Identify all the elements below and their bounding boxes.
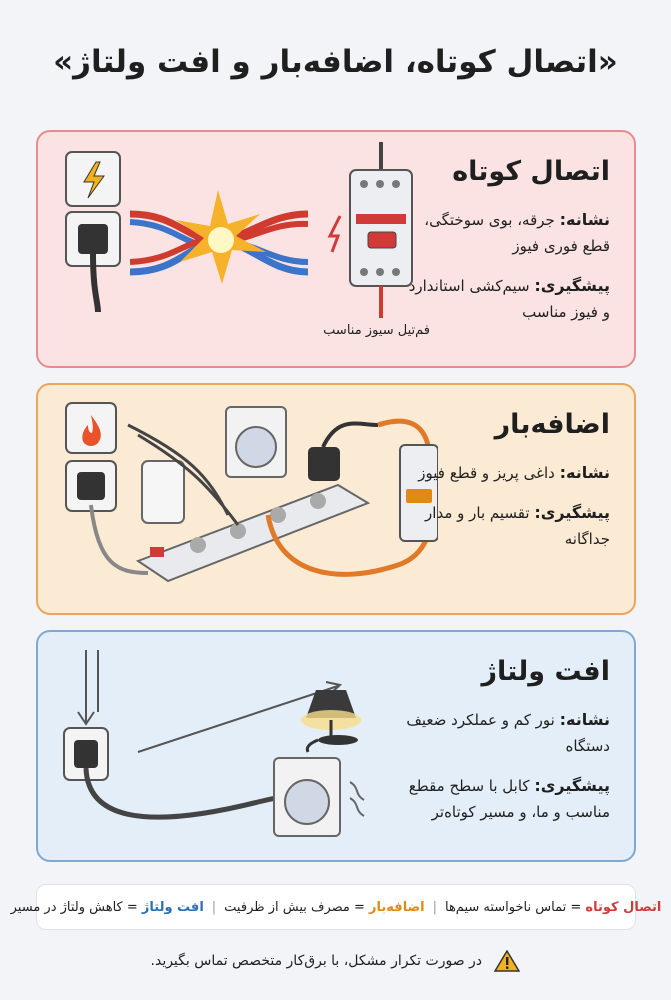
prevent-line: پیشگیری: کابل با سطح مقطع مناسب و ما، و … xyxy=(402,773,610,825)
page-title: «اتصال کوتاه، اضافه‌بار و افت ولتاژ» xyxy=(53,44,618,80)
card-title: اتصال کوتاه xyxy=(452,156,610,187)
washing-machine-icon xyxy=(225,406,287,478)
legend-value-overload: = مصرف بیش از ظرفیت xyxy=(224,899,365,915)
card-text: اتصال کوتاه نشانه: جرقه، بوی سوختگی، قطع… xyxy=(402,156,610,325)
prevent-text: تقسیم بار و مدار جداگانه xyxy=(425,504,610,548)
hot-socket-icon xyxy=(65,402,149,575)
legend-value-voltage-drop: = کاهش ولتاژ در مسیر xyxy=(10,899,138,915)
legend-bar: اتصال کوتاه = تماس ناخواسته سیم‌ها | اضا… xyxy=(11,884,661,930)
sign-text: داغی پریز و قطع فیوز xyxy=(418,464,555,482)
power-strip-icon xyxy=(127,421,379,583)
prevent-text: کابل با سطح مقطع مناسب و ما، و مسیر کوتا… xyxy=(408,777,610,821)
legend-separator: | xyxy=(432,899,437,915)
prevent-line: پیشگیری: تقسیم بار و مدار جداگانه xyxy=(402,500,610,552)
wall-socket-icon xyxy=(65,151,121,313)
sign-line: نشانه: داغی پریز و قطع فیوز xyxy=(402,460,610,486)
prevent-label: پیشگیری: xyxy=(534,776,610,795)
card-text: افت ولتاژ نشانه: نور کم و عملکرد ضعیف دس… xyxy=(402,656,610,825)
overload-illustration xyxy=(65,402,438,583)
short-circuit-illustration xyxy=(65,142,413,318)
sign-label: نشانه: xyxy=(559,463,610,482)
voltage-drop-illustration xyxy=(63,650,365,837)
prevent-label: پیشگیری: xyxy=(534,503,610,522)
legend-key-short-circuit: اتصال کوتاه xyxy=(585,899,662,915)
sign-line: نشانه: نور کم و عملکرد ضعیف دستگاه xyxy=(402,707,610,759)
warning-icon xyxy=(494,950,521,972)
sign-line: نشانه: جرقه، بوی سوختگی، قطع فوری فیوز xyxy=(402,207,610,259)
dim-lamp-icon xyxy=(301,690,361,753)
sign-text: جرقه، بوی سوختگی، قطع فوری فیوز xyxy=(424,211,610,255)
legend-separator: | xyxy=(211,899,217,915)
legend-value-short-circuit: = تماس ناخواسته سیم‌ها xyxy=(444,899,582,915)
card-short-circuit: فم‌تیل سیوز مناسب اتصال کوتاه نشانه: جرق… xyxy=(36,130,636,368)
spark-icon xyxy=(176,190,266,284)
prevent-text: سیم‌کشی استاندارد و فیوز مناسب xyxy=(408,277,610,321)
circuit-breaker-icon xyxy=(327,142,413,318)
card-overload: اضافه‌بار نشانه: داغی پریز و قطع فیوز پی… xyxy=(36,383,636,615)
sign-label: نشانه: xyxy=(559,210,610,229)
card-title: اضافه‌بار xyxy=(494,409,610,440)
card-title: افت ولتاژ xyxy=(481,656,610,687)
footer-text: در صورت تکرار مشکل، با برق‌کار متخصص تما… xyxy=(150,953,483,969)
card-voltage-drop: افت ولتاژ نشانه: نور کم و عملکرد ضعیف دس… xyxy=(36,630,636,862)
sign-label: نشانه: xyxy=(559,710,610,729)
circuit-breaker-icon xyxy=(399,444,438,542)
legend-key-overload: اضافه‌بار xyxy=(369,899,425,915)
fuse-caption: فم‌تیل سیوز مناسب xyxy=(323,323,430,338)
prevent-line: پیشگیری: سیم‌کشی استاندارد و فیوز مناسب xyxy=(402,273,610,325)
footer-note: در صورت تکرار مشکل، با برق‌کار متخصص تما… xyxy=(0,950,671,972)
down-arrow-icon xyxy=(77,650,99,726)
card-text: اضافه‌بار نشانه: داغی پریز و قطع فیوز پی… xyxy=(402,409,610,552)
sign-text: نور کم و عملکرد ضعیف دستگاه xyxy=(406,711,610,755)
washing-machine-icon xyxy=(273,757,365,837)
legend-key-voltage-drop: افت ولتاژ xyxy=(141,899,204,915)
prevent-label: پیشگیری: xyxy=(534,276,610,295)
